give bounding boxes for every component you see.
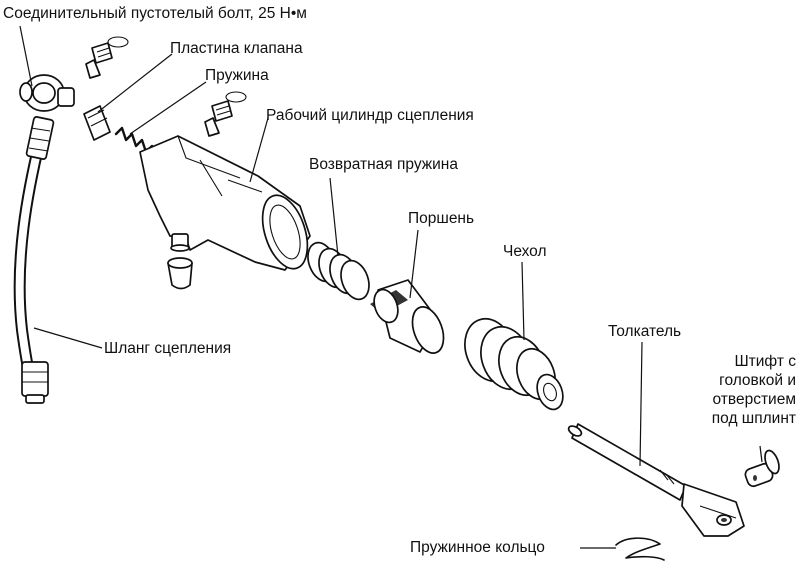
label-clutch-hose: Шланг сцепления bbox=[104, 340, 232, 357]
label-snap-ring: Пружинное кольцо bbox=[410, 539, 545, 556]
boot bbox=[464, 317, 564, 411]
label-pushrod: Толкатель bbox=[608, 323, 682, 340]
label-banjo-bolt: Соединительный пустотелый болт, 25 Н•м bbox=[3, 5, 307, 22]
label-valve-plate: Пластина клапана bbox=[170, 40, 303, 57]
valve-plate bbox=[83, 105, 111, 141]
snap-ring bbox=[615, 537, 665, 561]
label-clevis-pin: Штифт с головкой и отверстием под шплинт bbox=[670, 352, 796, 428]
clevis-pin bbox=[744, 449, 780, 488]
clutch-hose bbox=[13, 74, 75, 404]
leader-lines bbox=[19, 25, 763, 549]
label-spring: Пружина bbox=[205, 67, 269, 84]
bleeder-screw-2 bbox=[204, 91, 247, 137]
label-clevis-pin-line-1: Штифт с bbox=[734, 353, 796, 370]
label-boot: Чехол bbox=[503, 243, 547, 260]
label-return-spring: Возвратная пружина bbox=[309, 156, 458, 173]
label-piston: Поршень bbox=[408, 210, 475, 227]
rubber-cap bbox=[167, 257, 193, 290]
slave-cylinder-body bbox=[139, 135, 311, 271]
label-slave-cylinder: Рабочий цилиндр сцепления bbox=[266, 107, 474, 124]
bleeder-screw-1 bbox=[85, 36, 129, 79]
return-spring bbox=[307, 241, 370, 301]
label-clevis-pin-line-2: головкой и bbox=[719, 372, 796, 389]
label-clevis-pin-line-3: отверстием bbox=[712, 391, 796, 408]
push-rod bbox=[567, 423, 745, 537]
label-clevis-pin-line-4: под шплинт bbox=[711, 410, 796, 427]
piston bbox=[370, 279, 445, 354]
